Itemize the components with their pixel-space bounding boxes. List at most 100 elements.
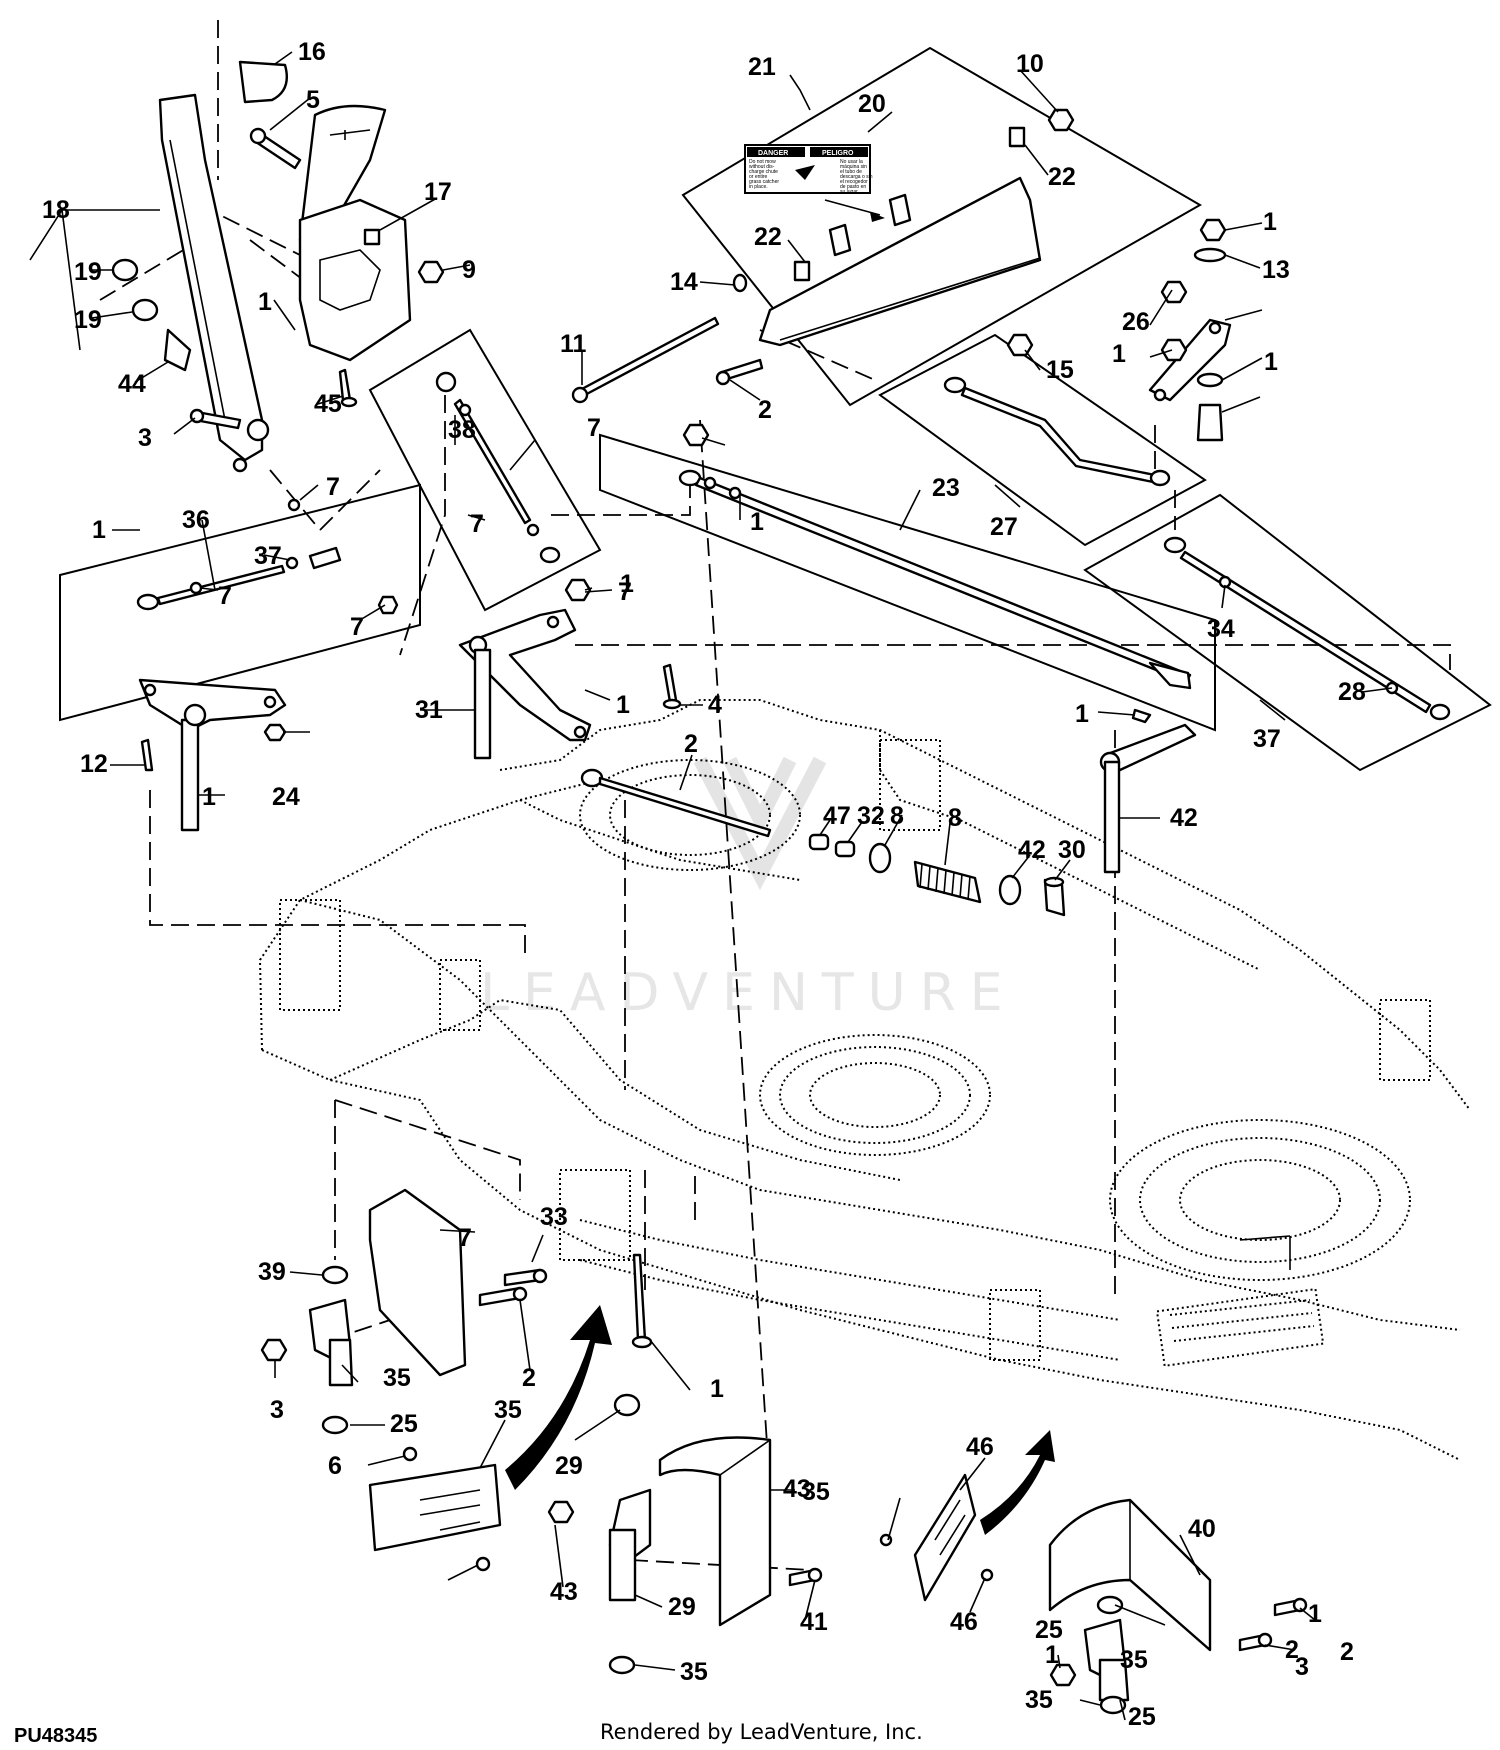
callout-19: 19 [74, 306, 102, 334]
callout-17: 17 [424, 178, 452, 206]
callout-16: 16 [298, 38, 326, 66]
callout-24: 24 [272, 783, 300, 811]
svg-text:LEADVENTURE: LEADVENTURE [480, 963, 1017, 1023]
callout-1: 1 [1112, 340, 1126, 368]
callout-1: 1 [258, 288, 272, 316]
callout-leader-lines [29, 51, 1393, 1721]
callout-22: 22 [754, 223, 782, 251]
callout-22: 22 [1048, 163, 1076, 191]
part-34-pin [1043, 876, 1066, 917]
callout-35: 35 [802, 1478, 830, 1506]
callout-39: 39 [258, 1258, 286, 1286]
callout-7: 7 [618, 578, 632, 606]
decal-line: su lugar. [840, 189, 859, 195]
callout-1: 1 [710, 1375, 724, 1403]
part-29-deflector-flap-left [368, 1305, 612, 1572]
leadventure-watermark: LEADVENTURE [480, 756, 1017, 1023]
decal-line: grass catcher [749, 179, 779, 185]
part-27-rod-assembly [678, 423, 1192, 690]
callout-27: 27 [990, 513, 1018, 541]
callout-13: 13 [1262, 256, 1290, 284]
part-30-spring [913, 860, 982, 904]
part-17-quadrant-bracket [298, 104, 412, 362]
part-25-hinge-right [1049, 1595, 1130, 1715]
render-credit: Rendered by LeadVenture, Inc. [600, 1720, 923, 1744]
callout-2: 2 [684, 730, 698, 758]
kit-boxes [59, 46, 1492, 772]
part-28-bell-crank [1099, 723, 1197, 874]
callout-15: 15 [1046, 356, 1074, 384]
part-3-bolt [189, 408, 242, 430]
part-36-rod-assembly [136, 498, 399, 615]
callout-14: 14 [670, 268, 698, 296]
callout-10: 10 [1016, 50, 1044, 78]
callout-31: 31 [415, 696, 443, 724]
callout-37: 37 [254, 542, 282, 570]
callout-23: 23 [932, 474, 960, 502]
callout-43: 43 [783, 1475, 811, 1503]
callout-5: 5 [306, 86, 320, 114]
decal-line: charge chute [749, 169, 778, 175]
callout-42: 42 [1170, 804, 1198, 832]
callout-41: 41 [800, 1608, 828, 1636]
callout-7: 7 [326, 473, 340, 501]
callout-12: 12 [80, 750, 108, 778]
decal-line: el recogedor [840, 179, 868, 185]
callout-9: 9 [462, 256, 476, 284]
assembly-dashed-lines [99, 20, 1451, 1571]
callout-6: 6 [328, 1452, 342, 1480]
decal-line: or entire [749, 174, 768, 180]
callout-7: 7 [470, 510, 484, 538]
callout-42: 42 [1018, 836, 1046, 864]
part-18-control-lever [158, 93, 270, 473]
callout-7: 7 [587, 414, 601, 442]
callout-25: 25 [390, 1410, 418, 1438]
decal-line: máquina sin [840, 164, 867, 170]
callout-21: 21 [748, 53, 776, 81]
callout-1: 1 [202, 783, 216, 811]
callout-26: 26 [1122, 308, 1150, 336]
decal-line: descarga o sin [840, 174, 873, 180]
callout-1: 1 [1263, 208, 1277, 236]
svg-text:DANGER: DANGER [758, 150, 788, 157]
callout-40: 40 [1188, 1515, 1216, 1543]
mower-deck-outline [258, 699, 1471, 1461]
callout-11: 11 [560, 330, 587, 358]
part-9-nut [417, 260, 445, 284]
decal-line: el tubo de [840, 169, 862, 175]
callout-35: 35 [1120, 1646, 1148, 1674]
part-45-bolt [338, 368, 358, 408]
part-41-guard [1048, 1498, 1308, 1652]
callout-2: 2 [522, 1364, 536, 1392]
part-35-bushing-center [613, 1393, 641, 1417]
callout-35: 35 [680, 1658, 708, 1686]
callout-4: 4 [708, 691, 722, 719]
callout-35: 35 [383, 1364, 411, 1392]
decal-line: de pasto en [840, 184, 866, 190]
callout-47: 47 [823, 802, 851, 830]
callout-29: 29 [668, 1593, 696, 1621]
part-5-bolt [249, 127, 302, 170]
part-40-guard [658, 1436, 823, 1627]
callout-29: 29 [555, 1452, 583, 1480]
callout-1: 1 [92, 516, 106, 544]
callout-7: 7 [350, 613, 364, 641]
part-24-clip [1131, 708, 1152, 724]
callout-2: 2 [1340, 1638, 1354, 1666]
callout-1: 1 [1308, 1600, 1322, 1628]
callout-46: 46 [950, 1608, 978, 1636]
part-4-bell-crank [458, 578, 592, 760]
callout-1: 1 [620, 570, 634, 598]
callout-18: 18 [42, 196, 70, 224]
callout-28: 28 [1338, 678, 1366, 706]
part-21-deflector [571, 108, 1075, 404]
decal-line: without dis- [749, 164, 775, 170]
callout-1: 1 [1264, 348, 1278, 376]
decal-line: No usar la [840, 159, 863, 165]
callout-8: 8 [890, 802, 904, 830]
callout-1: 1 [1075, 700, 1089, 728]
part-29-deflector-flap-right [879, 1430, 1055, 1602]
